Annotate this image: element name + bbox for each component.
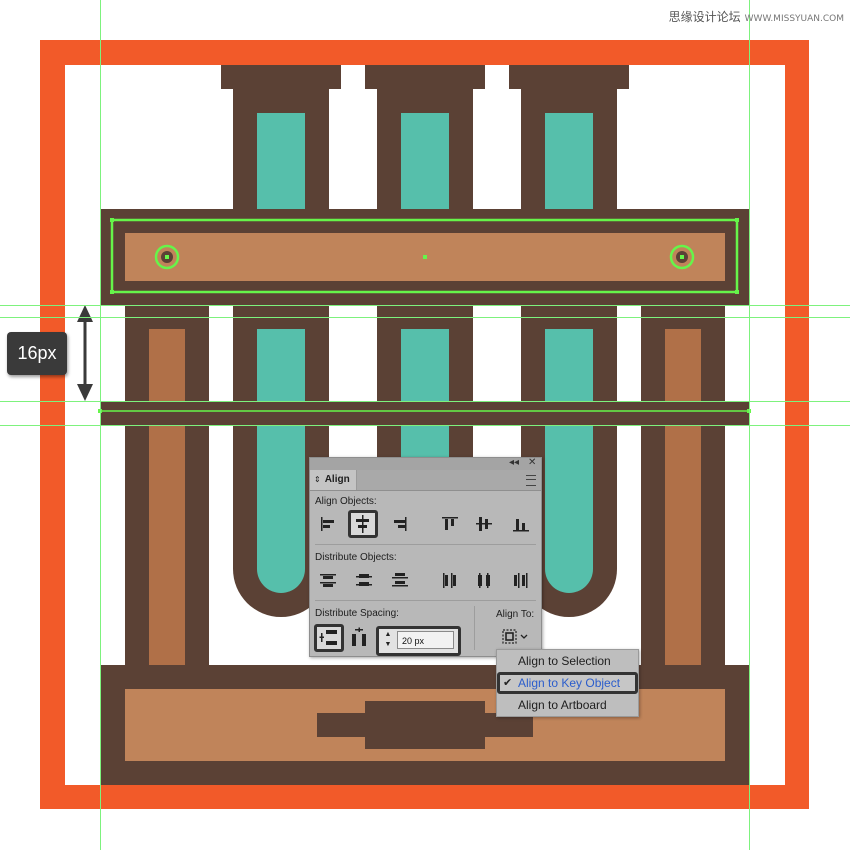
- side-post-right-inner: [665, 329, 701, 665]
- base-handle-center: [365, 701, 485, 749]
- distribute-center-h-button[interactable]: [472, 569, 496, 591]
- distribute-top-button[interactable]: [316, 569, 340, 591]
- horizontal-distribute-space-icon: [352, 627, 366, 646]
- align-to-key-object-icon: [502, 629, 528, 644]
- menu-item-align-to-key-object[interactable]: ✔ Align to Key Object: [497, 672, 638, 694]
- menu-item-align-to-artboard[interactable]: Align to Artboard: [497, 694, 638, 716]
- distribute-bottom-icon: [392, 573, 408, 587]
- menu-item-label: Align to Key Object: [518, 676, 621, 690]
- screw-right-anchor: [680, 255, 684, 259]
- separator-1: [315, 544, 536, 545]
- stepper-arrows-icon[interactable]: ▲▼: [384, 631, 392, 648]
- selection-center-point: [423, 255, 427, 259]
- selection-handle-tl: [110, 218, 114, 222]
- selection-handle-bl: [110, 290, 114, 294]
- tube-liquid-top-3: [545, 113, 593, 209]
- panel-title-strip[interactable]: ◂◂ ✕: [310, 457, 541, 470]
- watermark-url: WWW.MISSYUAN.COM: [744, 14, 844, 24]
- align-to-dropdown[interactable]: [497, 626, 533, 648]
- align-left-icon: [321, 517, 334, 531]
- align-top-icon: [442, 517, 458, 530]
- tube-cap-1: [221, 65, 341, 89]
- measurement-label: 16px: [7, 332, 67, 375]
- distribute-spacing-label: Distribute Spacing:: [315, 608, 399, 619]
- tube-liquid-top-1: [257, 113, 305, 209]
- align-objects-label: Align Objects:: [315, 496, 377, 507]
- align-bottom-icon: [513, 519, 529, 532]
- align-center-h-button[interactable]: [348, 510, 378, 538]
- align-bottom-button[interactable]: [509, 513, 533, 535]
- menu-item-label: Align to Artboard: [518, 698, 607, 712]
- guide-horizontal-4[interactable]: [0, 425, 850, 426]
- side-post-left-inner: [149, 329, 185, 665]
- selection-handle-tr: [735, 218, 739, 222]
- distribute-left-icon: [443, 573, 456, 588]
- distribute-right-button[interactable]: [509, 569, 533, 591]
- distribute-center-h-icon: [478, 573, 490, 588]
- distribute-objects-label: Distribute Objects:: [315, 552, 397, 563]
- screw-right-selection: [669, 244, 695, 270]
- panel-menu-icon[interactable]: [526, 475, 536, 486]
- align-top-button[interactable]: [438, 513, 462, 535]
- distribute-right-icon: [514, 573, 528, 588]
- watermark-site-name: 思缘设计论坛: [668, 10, 741, 24]
- menu-item-label: Align to Selection: [518, 654, 611, 668]
- spacing-input[interactable]: 20 px: [397, 631, 454, 649]
- selection-bounding-box: [110, 218, 739, 294]
- rack-thin-bar: [101, 401, 749, 425]
- align-panel: ◂◂ ✕ ⇕Align Align Objects:: [309, 457, 542, 657]
- distribute-bottom-button[interactable]: [388, 569, 412, 591]
- collapse-panel-button[interactable]: ◂◂: [509, 457, 520, 468]
- separator-2: [315, 600, 536, 601]
- align-center-v-button[interactable]: [472, 513, 496, 535]
- selection-handle-br: [735, 290, 739, 294]
- close-panel-button[interactable]: ✕: [528, 457, 537, 468]
- checkmark-icon: ✔: [503, 677, 513, 689]
- panel-tab-bar: ⇕Align: [310, 470, 541, 491]
- vertical-distribute-space-icon: [319, 630, 337, 645]
- guide-horizontal-3[interactable]: [0, 401, 850, 402]
- align-center-h-icon: [356, 515, 369, 533]
- tube-liquid-bottom-1: [257, 329, 305, 593]
- screw-left-anchor: [165, 255, 169, 259]
- distribute-left-button[interactable]: [438, 569, 462, 591]
- separator-vertical: [474, 606, 475, 650]
- align-to-menu: Align to Selection ✔ Align to Key Object…: [496, 649, 639, 717]
- guide-horizontal-2[interactable]: [0, 317, 850, 318]
- vertical-distribute-space-button[interactable]: [314, 624, 344, 652]
- tab-align-label: Align: [324, 474, 350, 485]
- menu-item-align-to-selection[interactable]: Align to Selection: [497, 650, 638, 672]
- horizontal-distribute-space-button[interactable]: [348, 626, 372, 648]
- tube-cap-2: [365, 65, 485, 89]
- align-right-icon: [394, 517, 407, 531]
- align-to-label: Align To:: [496, 609, 535, 620]
- align-center-v-icon: [476, 517, 492, 531]
- tube-liquid-top-2: [401, 113, 449, 209]
- distribute-center-v-icon: [356, 574, 372, 586]
- tube-cap-3: [509, 65, 629, 89]
- align-left-button[interactable]: [316, 513, 340, 535]
- guide-horizontal-1[interactable]: [0, 305, 850, 306]
- tab-expand-icon: ⇕: [314, 475, 321, 484]
- tube-liquid-bottom-3: [545, 329, 593, 593]
- distribute-top-icon: [320, 574, 336, 587]
- spacing-stepper[interactable]: ▲▼ 20 px: [376, 626, 461, 656]
- tab-align[interactable]: ⇕Align: [310, 470, 357, 490]
- align-right-button[interactable]: [388, 513, 412, 535]
- screw-left-selection: [154, 244, 180, 270]
- distribute-center-v-button[interactable]: [352, 569, 376, 591]
